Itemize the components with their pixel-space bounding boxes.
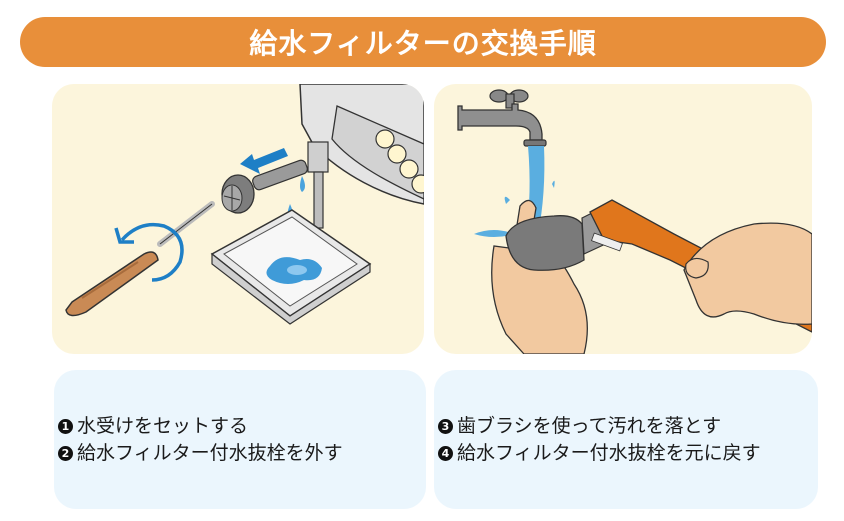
step-number-badge: 1 xyxy=(58,418,73,434)
steps-box-left: 1 水受けをセットする 2 給水フィルター付水抜栓を外す xyxy=(54,370,426,509)
clean-filter-illustration xyxy=(457,89,812,354)
screwdriver-icon xyxy=(65,201,215,317)
water-tray-icon xyxy=(210,209,372,325)
filter-plug-icon xyxy=(221,159,308,214)
title-banner: 給水フィルターの交換手順 xyxy=(20,17,826,67)
step-item-3: 3 歯ブラシを使って汚れを落とす xyxy=(438,413,818,440)
step-number-badge: 3 xyxy=(438,418,453,434)
steps-box-right: 3 歯ブラシを使って汚れを落とす 4 給水フィルター付水抜栓を元に戻す xyxy=(434,370,818,509)
step-item-1: 1 水受けをセットする xyxy=(58,413,426,440)
step-item-2: 2 給水フィルター付水抜栓を外す xyxy=(58,440,426,467)
step-text: 給水フィルター付水抜栓を元に戻す xyxy=(457,441,761,464)
step-text: 歯ブラシを使って汚れを落とす xyxy=(457,414,722,437)
hand-right-icon xyxy=(683,222,812,325)
step-item-4: 4 給水フィルター付水抜栓を元に戻す xyxy=(438,440,818,467)
step-text: 給水フィルター付水抜栓を外す xyxy=(77,441,343,464)
step-number-badge: 4 xyxy=(438,445,453,461)
illustration-panel-clean-filter xyxy=(434,84,812,354)
pull-out-arrow-icon xyxy=(240,148,288,174)
rotate-counterclockwise-icon xyxy=(114,222,184,282)
illustration-panel-remove-filter xyxy=(52,84,424,354)
remove-filter-illustration xyxy=(65,84,424,325)
step-text: 水受けをセットする xyxy=(77,414,249,437)
page-title: 給水フィルターの交換手順 xyxy=(249,27,597,60)
toilet-icon xyxy=(299,84,424,229)
step-number-badge: 2 xyxy=(58,445,73,461)
faucet-icon xyxy=(457,89,547,147)
